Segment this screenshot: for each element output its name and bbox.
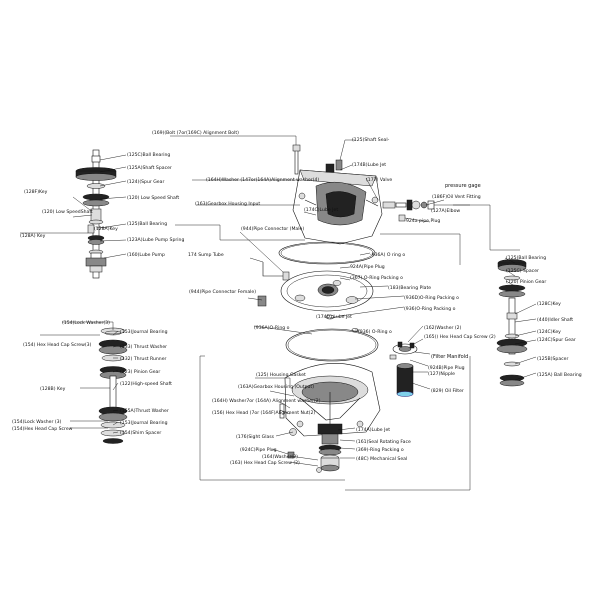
- label-high-speed-shaft: (122)High-speed Shaft: [120, 381, 172, 387]
- label-gearbox-housing-input: (163)Gearbox Housing Input: [195, 201, 260, 207]
- label-pinion-gear-120: (120) Pinion Gear: [506, 279, 546, 285]
- label-o-ring-packing-936: (936)O-Ring Packing o: [404, 306, 456, 312]
- label-pipe-plug-924a: 924a pipe Plug: [406, 218, 440, 224]
- label-lock-washer-lower: (154)Lock Washer (3): [12, 419, 62, 425]
- sump-tube-connectors: [257, 262, 290, 307]
- label-pipe-plug-924a-2: 924A(Pipe Plug: [350, 264, 385, 270]
- label-valve: (177) Valve: [366, 177, 392, 183]
- label-ball-bearing-125c: (125C)Ball Bearing: [127, 152, 170, 158]
- bearing-plate: [280, 270, 374, 312]
- label-pinion-gear-123: (123) Pinion Gear: [120, 369, 160, 375]
- label-key-128f: (128F)Key: [24, 189, 48, 195]
- label-thrust-washer-155a: (155A)Thrust Washer: [120, 408, 169, 414]
- label-gearbox-housing-output: (163A)Gearbox Housing (Output): [238, 384, 314, 390]
- label-ball-bearing-125: (125)Ball Bearing: [127, 221, 167, 227]
- label-lock-washer-154: (154)Lock Washer(3): [62, 320, 110, 326]
- label-bearing-plate: (183)Bearing Plate: [388, 285, 431, 291]
- label-low-speedshaft-left: (120) Low SpeedShaft: [42, 209, 93, 215]
- label-hex-cap-screw-lower: (154)Hex Head Cap Screw: [12, 426, 73, 432]
- label-o-ring-936: (936) O-Ring o: [358, 329, 392, 335]
- label-thrust-runner: (132) Thrust Runner: [120, 356, 167, 362]
- label-pressure-gage: pressure gage: [445, 183, 481, 189]
- label-key-128a-inner: (128A)Key: [94, 226, 118, 232]
- label-key-128b: (128B) Key: [40, 386, 66, 392]
- label-alignment-nut: (156) Hex Head (7or (164F)Alignment Nut(…: [212, 410, 315, 416]
- o-ring-large-inner: [280, 242, 374, 264]
- housing-gasket: [285, 328, 379, 362]
- label-pipe-plug-924c: (924C)Pipe Plug: [240, 447, 277, 453]
- label-lube-pump: (160)Lube Pump: [127, 252, 165, 258]
- label-washer-162: (162)Washer (2): [424, 325, 462, 331]
- label-lube-pump-spring: (123A)Lube Pump Spring: [127, 237, 184, 243]
- label-lube-jet-174a: (174A)Lube Jet: [356, 427, 390, 433]
- label-nipple: (127)Nipple: [428, 371, 455, 377]
- input-shaft-assembly: [75, 149, 117, 279]
- label-mechanical-seal: (48C) Mechanical Seal: [356, 456, 407, 462]
- label-alignment-bolt: (169)(Bolt (7or(169C) Alignment Bolt): [152, 130, 239, 136]
- leader-lines: [20, 135, 537, 491]
- label-o-ring-936a: -936A) O ring o: [370, 252, 405, 258]
- label-washer-164: (164)Washer(2): [262, 454, 298, 460]
- label-key-124c: (124C)Key: [537, 329, 561, 335]
- label-shaft-spacer: (125A)Shaft Spacer: [127, 165, 172, 171]
- label-o-ring-936a-lower: (936A)O-Ring o: [254, 325, 290, 331]
- label-lube-jet-174b: (174B)Lube Jet: [352, 162, 386, 168]
- valve-gauge-fittings: [382, 199, 470, 222]
- label-pipe-connector-male: (944)Pipe Connector (Male): [241, 226, 304, 232]
- label-spur-gear-124c: (124C)Spur Gear: [537, 337, 576, 343]
- label-ball-bearing-right: (125)Ball Bearing: [506, 255, 546, 261]
- part-labels: (169)(Bolt (7or(169C) Alignment Bolt) (1…: [12, 130, 582, 466]
- label-lube-jet-174d: (174D) Lube Jet: [316, 314, 352, 320]
- label-spacer-125b: (125B)Spacer: [537, 356, 569, 362]
- label-journal-bearing: (153)Journal Bearing: [120, 329, 168, 335]
- label-key-128c: (128C)Key: [537, 301, 561, 307]
- label-sump-tube: 174 Sump Tube: [188, 252, 224, 258]
- label-alignment-washer: (164H)Washer (147or(164A)Alignment washe…: [206, 177, 319, 183]
- label-housing-gasket: (125) Housing Gasket: [256, 372, 306, 378]
- label-idler-shaft: (440)Idler Shaft: [537, 317, 573, 323]
- label-pipe-plug-924b: (924B)Pipe Plug: [428, 365, 465, 371]
- label-pipe-connector-female: (944)Pipe Connector Female): [189, 289, 256, 295]
- label-o-ring-packing-936d: (936D)O-Ring Packing o: [404, 295, 459, 301]
- gearbox-housing-output: [279, 363, 381, 445]
- label-elbow: (127A)Elbow: [431, 208, 460, 214]
- label-alignment-washer-output: (164H) Washer7or (164A) Alignment washer…: [212, 398, 321, 404]
- label-shim-spacer: (154)Shim Spacer: [120, 430, 161, 436]
- label-low-speed-shaft: (120) Low Speed Shaft: [127, 195, 179, 201]
- label-seal-rotating-face: (161)Seal Rotating Face: [356, 439, 411, 445]
- filter-assembly: [389, 341, 418, 397]
- label-hex-cap-screw-163: (163) Hex Head Cap Screw (2): [230, 460, 300, 466]
- o-ring-large: [278, 241, 376, 265]
- label-lube-jet-174c: (174C)Lube Jet: [304, 207, 338, 213]
- label-hex-cap-screw-165: (165)) Hex Head Cap Screw (2): [424, 334, 496, 340]
- label-filter-manifold: (Filter Manifold: [431, 354, 468, 360]
- housing-gasket-inner: [287, 329, 377, 361]
- label-key-128a: (128A) Key: [20, 233, 46, 239]
- label-ring-packing-369: (369)-Ring Packing o: [356, 447, 404, 453]
- label-oil-filter: (829) Oil Filter: [431, 388, 464, 394]
- label-spacer-125c: (125C) Spacer: [506, 268, 539, 274]
- label-o-ring-packing-367: (367) O-Ring Packing o: [350, 275, 403, 281]
- label-thrust-washer: (133) Thrust Washer: [120, 344, 167, 350]
- label-ball-bearing-125a: (125A) Ball Bearing: [537, 372, 582, 378]
- label-hex-cap-screw-154: (154) Hex Head Cap Screw(3): [23, 342, 92, 348]
- label-shaft-seal: (125)Shaft Seal-: [352, 137, 390, 143]
- mechanical-seal-stack: [316, 444, 342, 473]
- label-journal-bearing-lower: (153)Journal Bearing: [120, 420, 168, 426]
- label-oil-vent-fitting: (186F)Oil Vent Fitting: [432, 194, 481, 200]
- idler-shaft-assembly: [496, 259, 528, 387]
- label-sight-glass: (176)Sight Glass: [236, 434, 275, 440]
- pipe-plug: [287, 451, 295, 459]
- gearbox-housing-input: [292, 144, 383, 245]
- label-spur-gear: (124)(Spur Gear: [127, 179, 164, 185]
